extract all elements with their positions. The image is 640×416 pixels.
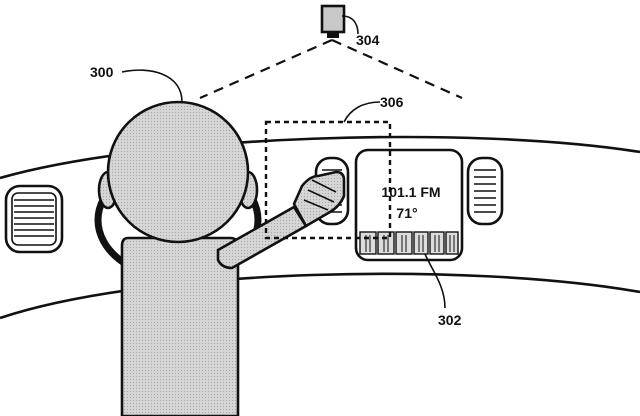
display-temperature-text: 71° (396, 205, 417, 221)
driver-figure (97, 100, 346, 416)
driver-body (120, 236, 240, 416)
dashboard-top-edge (0, 135, 640, 180)
camera-field-of-view (199, 38, 463, 100)
camera-device (320, 4, 346, 38)
display-station-text: 101.1 FM (381, 184, 440, 200)
infotainment-display: 101.1 FM 71° (354, 148, 464, 262)
leader-line-304 (341, 15, 359, 35)
reference-label-304: 304 (356, 32, 380, 48)
reference-label-300: 300 (90, 64, 114, 80)
display-button-row (359, 231, 459, 255)
leader-line-306 (343, 101, 381, 123)
driver-head (106, 100, 250, 244)
leader-line-300 (121, 69, 183, 103)
left-air-vent (4, 184, 64, 254)
leader-line-302 (424, 253, 446, 309)
gesture-detection-zone (264, 120, 392, 240)
driver-arm (216, 205, 308, 270)
dashboard-bottom-edge (0, 272, 640, 320)
driver-hand (292, 170, 346, 228)
right-air-vent (466, 156, 504, 226)
reference-label-306: 306 (380, 94, 404, 110)
reference-label-302: 302 (438, 312, 462, 328)
